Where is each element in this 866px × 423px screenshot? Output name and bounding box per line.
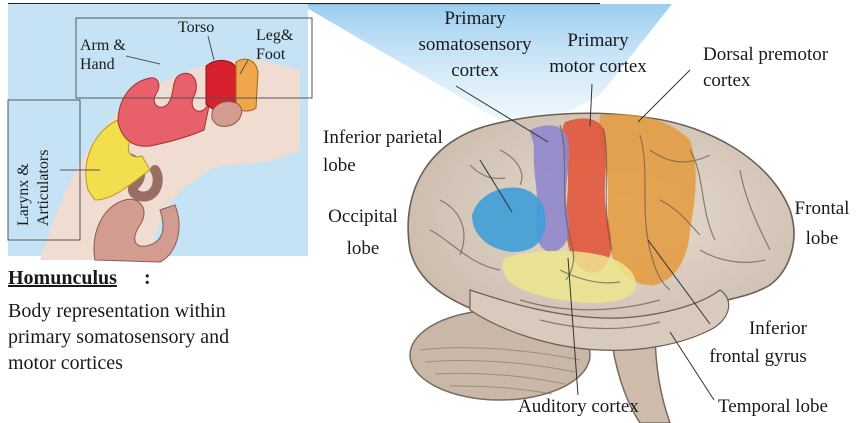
label-line: Arm & bbox=[80, 36, 126, 55]
label-line: lobe bbox=[782, 228, 862, 250]
region-primary-motor bbox=[562, 118, 611, 272]
inset-label-arm-hand: Arm & Hand bbox=[80, 36, 126, 74]
description-line: motor cortices bbox=[8, 350, 308, 376]
description-line: primary somatosensory and bbox=[8, 324, 308, 350]
label-inferior-frontal-gyrus: Inferior frontal gyrus bbox=[693, 318, 823, 368]
homunculus-title-colon: : bbox=[144, 267, 151, 290]
label-line: Primary bbox=[390, 8, 560, 30]
inset-label-larynx-articulators: Larynx & Articulators bbox=[14, 150, 54, 226]
label-frontal: Frontal lobe bbox=[782, 198, 862, 250]
label-line: Hand bbox=[80, 55, 126, 74]
description-line: Body representation within bbox=[8, 298, 308, 324]
label-dorsal-premotor: Dorsal premotor cortex bbox=[703, 44, 828, 92]
label-line: motor cortex bbox=[528, 56, 668, 78]
label-line: Larynx & bbox=[14, 150, 34, 226]
label-line: cortex bbox=[703, 70, 828, 92]
label-line: Dorsal premotor bbox=[703, 44, 828, 66]
label-inferior-parietal: Inferior parietal lobe bbox=[323, 127, 443, 177]
label-line: Articulators bbox=[34, 150, 54, 226]
label-temporal-lobe: Temporal lobe bbox=[718, 396, 828, 418]
label-line: Leg& bbox=[256, 26, 293, 45]
label-line: lobe bbox=[318, 238, 408, 260]
label-line: Inferior parietal bbox=[323, 127, 443, 149]
inset-label-leg-foot: Leg& Foot bbox=[256, 26, 293, 64]
brain-illustration bbox=[408, 70, 794, 423]
label-line: frontal gyrus bbox=[693, 346, 823, 368]
label-line: Frontal bbox=[782, 198, 862, 220]
inset-label-torso: Torso bbox=[178, 18, 214, 37]
label-line: Inferior bbox=[693, 318, 823, 340]
label-auditory-cortex: Auditory cortex bbox=[518, 396, 639, 418]
homunculus-description: Body representation within primary somat… bbox=[8, 298, 308, 376]
label-line: lobe bbox=[323, 155, 443, 177]
label-line: Foot bbox=[256, 45, 293, 64]
homunculus-title: Homunculus bbox=[8, 267, 117, 290]
label-line: Primary bbox=[528, 30, 668, 52]
label-primary-motor: Primary motor cortex bbox=[528, 30, 668, 78]
label-line: Occipital bbox=[318, 206, 408, 228]
label-occipital: Occipital lobe bbox=[318, 206, 408, 260]
